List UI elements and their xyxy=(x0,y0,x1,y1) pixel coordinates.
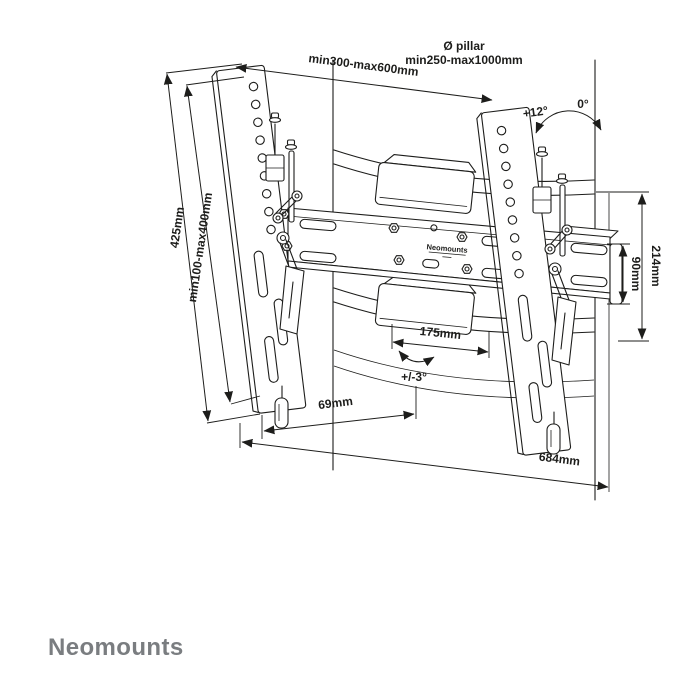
dim-height-range-line xyxy=(184,85,233,403)
upper-clamp-block xyxy=(374,154,477,214)
right-tilt-mechanism xyxy=(532,146,577,366)
tilt-arc xyxy=(535,110,602,134)
adjust-screw-icon xyxy=(268,112,282,123)
dim-rail-height-label: 90mm xyxy=(629,257,643,292)
right-rail-holes xyxy=(496,125,524,279)
lower-clamp-block xyxy=(374,276,477,335)
dim-width-range-label: min300-max600mm xyxy=(308,51,420,79)
dim-pillar-label-line2: min250-max1000mm xyxy=(405,53,522,67)
dim-clamp-width-label: 175mm xyxy=(419,324,462,342)
adjust-screw-icon xyxy=(535,146,549,157)
dim-clamp-width-line xyxy=(392,338,489,356)
tension-screw-icon xyxy=(284,139,298,150)
plate-hole xyxy=(430,224,438,232)
right-rail-slots xyxy=(517,294,553,423)
dim-depth-total-label: 214mm xyxy=(649,245,663,286)
dim-tilt-zero-label: 0° xyxy=(577,97,589,111)
crossbar-brand-plate: Neomounts xyxy=(422,224,468,269)
dim-total-width-label: 684mm xyxy=(538,450,581,469)
right-vesa-rail xyxy=(476,106,572,456)
left-tilt-mechanism xyxy=(265,112,305,335)
dim-plate-height-label: 425mm xyxy=(167,206,187,249)
brand-logo: Neomounts xyxy=(48,634,184,661)
dim-height-range-label: min100-max400mm xyxy=(185,192,215,304)
dim-total-width-line xyxy=(241,438,609,491)
crossbar-end-cap xyxy=(609,243,623,305)
left-rail-slots xyxy=(253,250,289,383)
dim-offset-label: 69mm xyxy=(317,394,353,412)
tension-screw-icon xyxy=(555,173,569,184)
dim-swivel-label: +/-3° xyxy=(401,370,427,384)
plate-brand-text: Neomounts xyxy=(426,242,468,255)
dim-offset-line xyxy=(263,410,415,435)
dim-width-range-line xyxy=(235,63,493,104)
dim-pillar-label-line1: Ø pillar xyxy=(443,39,485,53)
dim-tilt-max-label: +12° xyxy=(522,103,549,120)
swivel-arc xyxy=(398,350,435,367)
